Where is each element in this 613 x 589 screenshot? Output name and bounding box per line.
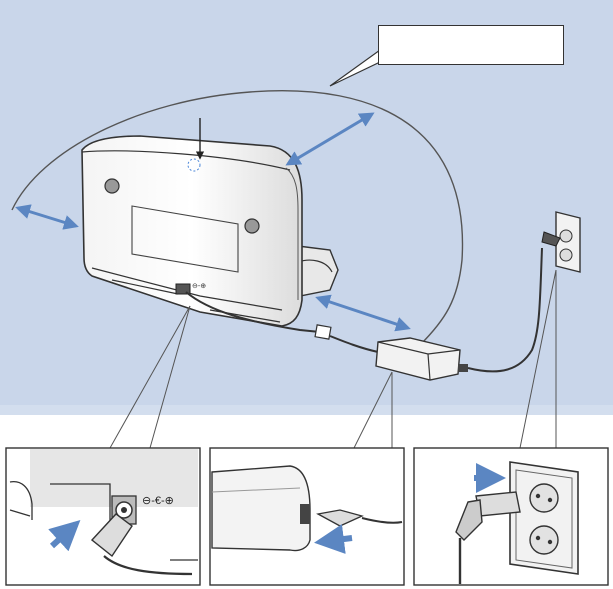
clearance-arrow-left <box>15 204 79 230</box>
detail-panel-dc-jack: ⊖-€-⊕ <box>5 447 201 586</box>
indicator-light <box>187 118 205 172</box>
detail-panel-adapter <box>209 447 405 586</box>
dc-input-port <box>175 283 191 295</box>
detail-panel-wall-socket <box>413 447 609 586</box>
power-adapter <box>375 337 468 381</box>
clearance-arrow-top <box>285 112 375 166</box>
clearance-callout-box <box>378 25 564 65</box>
screw-hole-right <box>244 218 260 234</box>
clearance-arc <box>11 90 464 346</box>
dc-polarity-symbol: ⊖-⊕ <box>192 283 206 290</box>
dc-polarity-symbol-detail: ⊖-€-⊕ <box>142 495 174 507</box>
wall-outlet <box>541 211 581 273</box>
docking-station: ⊖-⊕ <box>81 135 339 327</box>
screw-hole-left <box>104 178 120 194</box>
ac-cord <box>467 247 543 373</box>
dc-cable <box>185 291 321 333</box>
clearance-arrow-right <box>315 294 411 332</box>
